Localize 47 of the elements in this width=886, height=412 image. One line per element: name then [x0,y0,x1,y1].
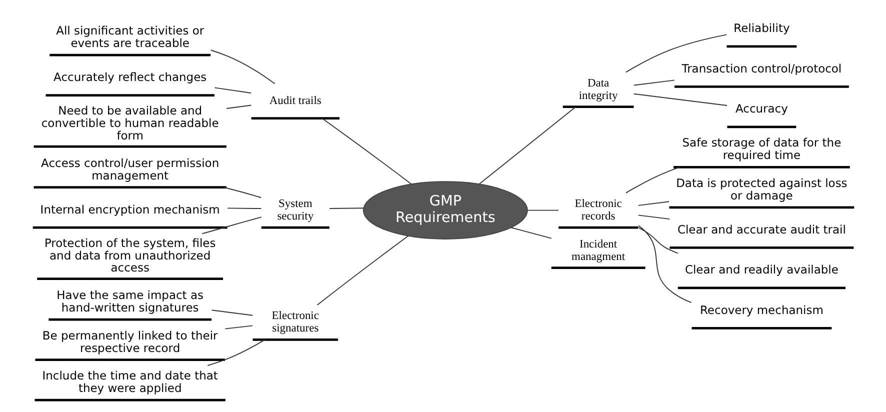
connector [321,118,412,185]
node-text: Safe storage of data for the required time [682,136,841,162]
node-text: Audit trails [268,95,321,108]
connector [624,34,727,73]
node-text: Data integrity [578,77,618,102]
node-text: Internal encryption mechanism [40,202,220,216]
connector [632,80,674,86]
node-text: Electronic records [574,198,622,223]
connector [214,87,251,94]
connector [210,50,275,84]
node-text: Have the same impact as hand-written signatures [56,288,203,315]
connector [226,208,262,210]
connector [637,226,678,254]
connector [316,235,408,306]
node-text: Data is protected against loss or damage [676,176,847,202]
connector [637,225,692,304]
connector [226,104,252,109]
node-text: Reliability [733,21,790,36]
node-text: Clear and readily available [684,262,838,277]
connector [510,227,552,239]
connector [206,339,265,366]
node-text: Transaction control/protocol [681,61,842,76]
connector [632,93,727,106]
node-text: Be permanently linked to their respective record [42,328,218,355]
node-text: Protection of the system, files and data from unauthorized access [44,236,216,275]
connector [526,210,558,211]
node-text: System security [276,198,314,223]
node-text: Electronic signatures [271,310,318,335]
node-text: All significant activities or events are traceable [56,24,204,50]
node-text: Need to be available and convertible to human readable form [40,104,218,142]
node-text: Clear and accurate audit trail [676,222,846,236]
connector [201,216,262,234]
connector [637,201,669,206]
connector [328,208,364,209]
node-text: Include the time and date that they were applied [42,368,218,395]
node-ellipse: GMP Requirements [362,181,528,240]
connector [478,106,576,185]
node-text: Accuracy [734,102,788,116]
node-text: Access control/user permission management [40,156,219,182]
connector [210,310,253,316]
connector [624,166,680,194]
connector [222,186,262,198]
node-text: Recovery mechanism [699,302,823,317]
connector [637,214,670,220]
node-text: Accurately reflect changes [53,70,206,84]
node-text: Incident managment [571,238,625,263]
connector [224,325,252,330]
